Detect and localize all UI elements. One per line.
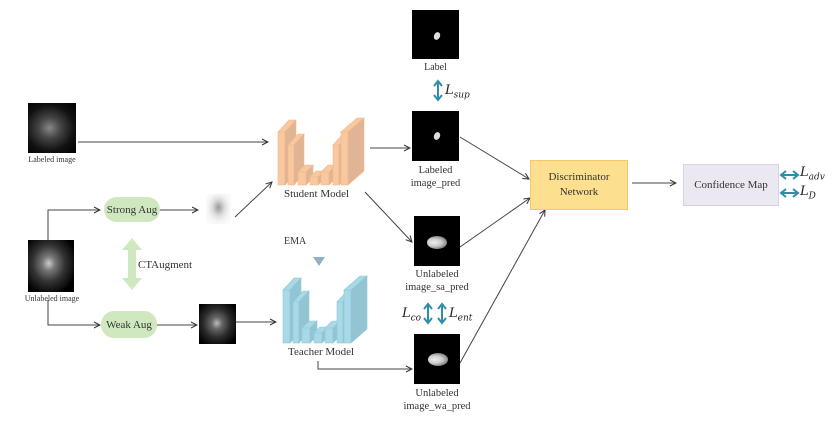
sup-loss-arrow-icon <box>433 79 443 102</box>
student-model-label: Student Model <box>284 188 350 200</box>
wa-pred-image <box>414 334 460 384</box>
ctaugment-label: CTAugment <box>138 259 193 271</box>
strong-aug-image <box>206 194 231 224</box>
unlabeled-image-thumbnail <box>28 240 74 292</box>
d-loss-label: LD <box>800 184 816 202</box>
labeled-image-label: Labeled image <box>28 155 76 164</box>
labeled-pred-caption: Labeled image_pred <box>395 164 476 190</box>
confidence-map-node: Confidence Map <box>683 164 779 206</box>
edge-unlabeled-to-strong <box>47 210 100 240</box>
edge-student-to-sapred <box>364 191 412 242</box>
labeled-pred-line1: Labeled <box>418 165 453 176</box>
sa-pred-line1: Unlabeled <box>415 269 459 280</box>
discriminator-line2: Network <box>559 186 599 198</box>
label-caption: Label <box>424 62 447 73</box>
sa-pred-image <box>414 216 460 266</box>
weak-aug-node: Weak Aug <box>101 311 157 338</box>
ctaugment-double-arrow <box>122 238 142 290</box>
wa-pred-line1: Unlabeled <box>415 388 459 399</box>
weak-aug-image <box>199 304 236 344</box>
teacher-model-label: Teacher Model <box>288 346 355 358</box>
ent-loss-arrow-icon <box>437 302 447 325</box>
label-mask-image <box>412 10 459 59</box>
edge-wapred-to-disc <box>459 210 545 364</box>
unlabeled-image-label: Unlabeled image <box>24 294 80 303</box>
discriminator-network-node: Discriminator Network <box>530 160 628 210</box>
edge-sapred-to-disc <box>459 198 530 248</box>
ema-label: EMA <box>284 236 307 247</box>
labeled-pred-line2: image_pred <box>410 178 461 189</box>
discriminator-line1: Discriminator <box>548 171 610 183</box>
adv-loss-arrow-icon <box>779 170 800 180</box>
labeled-image-thumbnail <box>28 103 76 153</box>
ema-arrow-head <box>313 257 325 266</box>
edge-teacher-to-wapred <box>317 361 412 369</box>
wa-pred-caption: Unlabeled image_wa_pred <box>394 387 480 413</box>
co-loss-label: Lco <box>402 306 422 324</box>
sup-loss-label: Lsup <box>445 83 470 101</box>
wa-pred-line2: image_wa_pred <box>403 401 471 412</box>
strong-aug-node: Strong Aug <box>104 197 160 222</box>
adv-loss-label: Ladv <box>800 165 825 183</box>
co-loss-arrow-icon <box>423 302 433 325</box>
edge-unlabeled-to-weak <box>47 300 100 325</box>
edge-labeledpred-to-disc <box>459 136 529 179</box>
d-loss-arrow-icon <box>779 188 800 198</box>
sa-pred-caption: Unlabeled image_sa_pred <box>395 268 479 294</box>
edge-strongimg-to-student <box>234 182 272 218</box>
sa-pred-line2: image_sa_pred <box>405 282 469 293</box>
labeled-pred-image <box>412 111 459 161</box>
ent-loss-label: Lent <box>449 306 473 324</box>
